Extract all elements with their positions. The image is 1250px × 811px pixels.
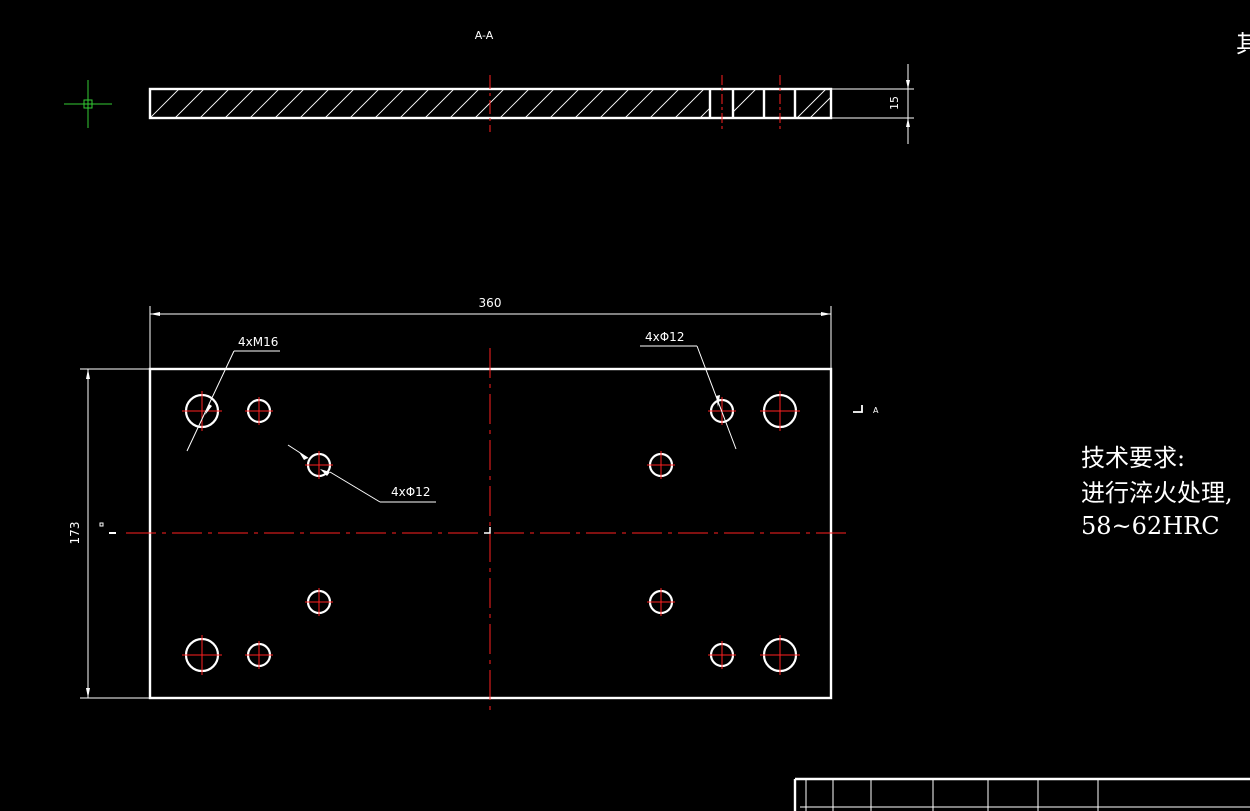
hole-m16[interactable] (760, 391, 800, 431)
section-arrow-marker (853, 405, 863, 413)
tech-req-title: 技术要求: (1081, 444, 1185, 472)
dim-arrow (906, 80, 910, 89)
tech-req-line2: 58~62HRC (1081, 512, 1220, 540)
dim-arrow (86, 688, 90, 698)
callout-d12-top: 4xΦ12 (645, 330, 684, 344)
callout-d12-center: 4xΦ12 (391, 485, 430, 499)
tech-req-line1: 进行淬火处理, (1081, 479, 1233, 507)
section-tick (99, 522, 104, 527)
hole-d12-inner[interactable] (647, 588, 675, 616)
leader-d12-center: 4xΦ12 (287, 444, 436, 503)
leader-m16: 4xM16 (186, 335, 280, 452)
technical-requirements: 技术要求: 进行淬火处理, 58~62HRC (1081, 444, 1233, 540)
hole-d12[interactable] (245, 641, 273, 669)
center-mark (484, 527, 491, 534)
height-dim-text: 173 (68, 522, 82, 545)
title-block (793, 777, 1250, 811)
section-label: A-A (475, 29, 494, 42)
leader-d12-top: 4xΦ12 (640, 330, 737, 450)
hole-d12-inner[interactable] (647, 451, 675, 479)
dim-arrow (821, 312, 831, 316)
hole-d12[interactable] (245, 397, 273, 425)
width-dim-text: 360 (479, 296, 502, 310)
section-marker-label: A (873, 406, 879, 415)
crosshair-cursor-icon (64, 80, 112, 128)
plan-view: 360 173 A (68, 296, 879, 716)
hole-m16[interactable] (182, 635, 222, 675)
hole-m16[interactable] (760, 635, 800, 675)
dim-arrow (86, 369, 90, 379)
section-hatch-right (732, 88, 832, 119)
dim-arrow (150, 312, 160, 316)
callout-m16: 4xM16 (238, 335, 278, 349)
hole-d12[interactable] (708, 641, 736, 669)
hole-d12-inner[interactable] (305, 451, 333, 479)
clipped-note-text: 其 (1236, 30, 1250, 58)
section-view: A-A (148, 29, 914, 144)
hole-m16[interactable] (182, 391, 222, 431)
dim-arrow (906, 118, 910, 127)
hole-d12-inner[interactable] (305, 588, 333, 616)
thickness-dim-text: 15 (888, 96, 901, 110)
section-hatch (150, 89, 710, 118)
